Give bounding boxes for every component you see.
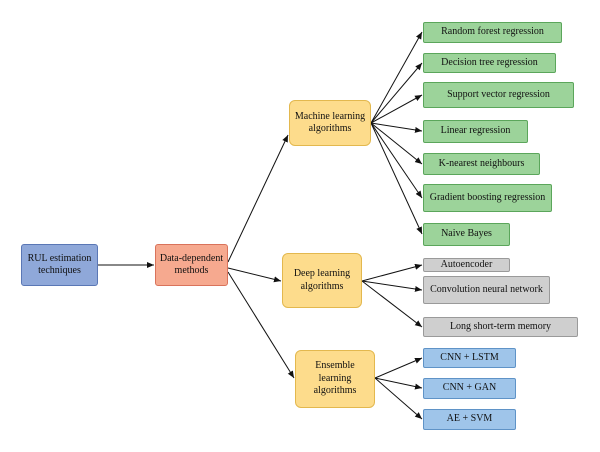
- edge-ml-to-item-7: [370, 122, 423, 235]
- ml-item: Naive Bayes: [423, 223, 510, 246]
- edge-dl-to-item-2: [361, 280, 423, 292]
- edge-ml-to-item-1: [370, 31, 423, 124]
- ensemble-item: CNN + LSTM: [423, 348, 516, 368]
- dl-item: Autoencoder: [423, 258, 510, 272]
- ml-item: Gradient boosting regression: [423, 184, 552, 212]
- root-node: RUL estimation techniques: [21, 244, 98, 286]
- ml-item: K-nearest neighbours: [423, 153, 540, 175]
- edge-dl-to-item-1: [361, 263, 423, 282]
- edge-ensemble-to-item-2: [374, 377, 423, 390]
- edge-method-to-ml: [227, 134, 289, 263]
- dl-item: Long short-term memory: [423, 317, 578, 337]
- edge-ml-to-item-2: [370, 62, 423, 124]
- category-machine-learning: Machine learning algorithms: [289, 100, 371, 146]
- category-deep-learning: Deep learning algorithms: [282, 253, 362, 308]
- edge-method-to-ensemble: [227, 271, 295, 379]
- method-node: Data-dependent methods: [155, 244, 228, 286]
- edge-method-to-dl: [227, 267, 282, 283]
- edge-ml-to-item-3: [370, 94, 423, 124]
- ml-item: Decision tree regression: [423, 53, 556, 73]
- edge-ml-to-item-5: [370, 122, 423, 165]
- edge-ensemble-to-item-3: [374, 377, 423, 420]
- edge-ml-to-item-4: [370, 122, 423, 133]
- category-ensemble-learning: Ensemble learning algorithms: [295, 350, 375, 408]
- edge-dl-to-item-3: [361, 280, 423, 328]
- edge-ml-to-item-6: [370, 122, 423, 199]
- ml-item: Random forest regression: [423, 22, 562, 43]
- edge-ensemble-to-item-1: [374, 357, 423, 379]
- ml-item: Support vector regression: [423, 82, 574, 108]
- ensemble-item: AE + SVM: [423, 409, 516, 430]
- ml-item: Linear regression: [423, 120, 528, 143]
- dl-item: Convolution neural network: [423, 276, 550, 304]
- ensemble-item: CNN + GAN: [423, 378, 516, 399]
